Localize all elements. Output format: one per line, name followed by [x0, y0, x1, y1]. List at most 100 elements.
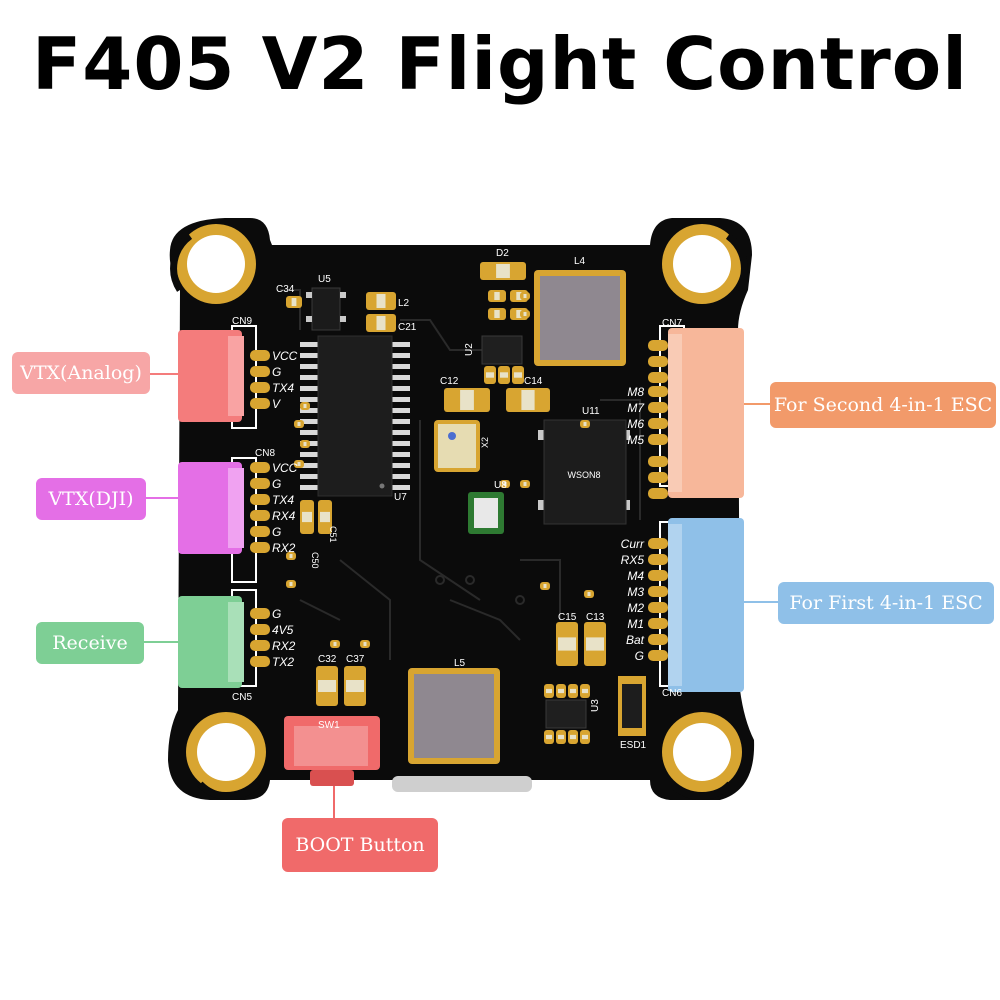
u7-pin-right — [392, 441, 410, 446]
silk-c15: C15 — [558, 612, 577, 623]
pin-label-cn8-2: TX4 — [272, 493, 294, 507]
connector-cn5 — [178, 596, 244, 688]
connector-pads-right — [648, 340, 668, 661]
u7-pin-left — [300, 419, 318, 424]
diode-d2 — [480, 262, 526, 280]
smd-pad-2 — [300, 440, 310, 448]
pin-label-cn9-1: G — [272, 365, 281, 379]
pad-cn6-6 — [648, 634, 668, 645]
connector-pads-left — [250, 350, 270, 667]
capacitor-c13 — [584, 622, 606, 666]
silkscreen-labels: VCCGTX4VCN9VCCGTX4RX4GRX2CN8G4V5RX2TX2CN… — [232, 248, 682, 751]
connector-cn8 — [178, 462, 244, 554]
u7-pin-right — [392, 419, 410, 424]
pin-label-cn9-0: VCC — [272, 349, 298, 363]
connector-cn9 — [178, 330, 244, 422]
pin-label-cn9-2: TX4 — [272, 381, 294, 395]
smd-pad-12 — [584, 590, 594, 598]
passive-components — [286, 262, 606, 744]
smd-pad-4 — [286, 580, 296, 588]
esd1 — [618, 676, 646, 736]
pin-label-cn5-2: RX2 — [272, 639, 296, 653]
u7-pin-right — [392, 485, 410, 490]
resistor-u2-2 — [488, 308, 506, 320]
inductor-l5 — [408, 668, 500, 764]
capacitor-c50 — [300, 500, 314, 534]
mount-hole-bottom-right — [662, 712, 742, 800]
smd-pad-8 — [500, 480, 510, 488]
u7-pin-right — [392, 386, 410, 391]
pin-label-cn6-2: M4 — [627, 569, 644, 583]
u7-pin-right — [392, 364, 410, 369]
u7-pin-right — [392, 353, 410, 358]
pad-cn5-2 — [250, 640, 270, 651]
pad-cn8-1 — [250, 478, 270, 489]
callout-vtx-dji: VTX(DJI) — [36, 478, 146, 520]
chip-u2 — [481, 335, 523, 365]
smd-pad-13 — [330, 640, 340, 648]
silk-c34: C34 — [276, 284, 295, 295]
resistor-u3-top-0 — [544, 684, 554, 698]
pin-label-cn5-1: 4V5 — [272, 623, 294, 637]
silk-c12: C12 — [440, 376, 459, 387]
silk-sw1: SW1 — [318, 720, 340, 731]
pad-cn8-4 — [250, 526, 270, 537]
smd-pad-5 — [286, 552, 296, 560]
pad-cn5-0 — [250, 608, 270, 619]
silk-l2: L2 — [398, 298, 410, 309]
smd-pad-3 — [294, 460, 304, 468]
pad-cn7-0 — [648, 386, 668, 397]
inductor-l4 — [534, 270, 626, 366]
smd-pad-9 — [520, 480, 530, 488]
callout-boot-button: BOOT Button — [282, 818, 438, 872]
smd-pad-10 — [580, 420, 590, 428]
pin-label-cn6-3: M3 — [627, 585, 644, 599]
pin-label-cn7-1: M7 — [627, 401, 645, 415]
pad-cn7-1 — [648, 402, 668, 413]
pin-label-cn7-2: M6 — [627, 417, 644, 431]
pad-cn5-3 — [250, 656, 270, 667]
pad-cn9-2 — [250, 382, 270, 393]
resistor-u2-bottom-1 — [498, 366, 510, 384]
u7-pin-left — [300, 474, 318, 479]
silk-c50: C50 — [310, 552, 320, 569]
pad-cn6-4 — [648, 602, 668, 613]
pad-cn6-7 — [648, 650, 668, 661]
pad-cn9-0 — [250, 350, 270, 361]
page-title: F405 V2 Flight Control — [32, 22, 968, 106]
pin-label-cn8-0: VCC — [272, 461, 298, 475]
pin-label-cn8-5: RX2 — [272, 541, 296, 555]
label-cn7: CN7 — [662, 318, 682, 329]
resistor-u3-top-3 — [580, 684, 590, 698]
resistor-u3-bottom-1 — [556, 730, 566, 744]
callout-first-esc: For First 4-in-1 ESC — [778, 582, 994, 624]
pad-cn7-extra-0 — [648, 340, 668, 351]
pad-cn6-0 — [648, 538, 668, 549]
pad-cn6-1 — [648, 554, 668, 565]
u7-pin-left — [300, 408, 318, 413]
capacitor-c34 — [286, 296, 302, 308]
chip-u7 — [300, 335, 410, 497]
pad-cn8-5 — [250, 542, 270, 553]
mount-hole-bottom-left — [186, 712, 266, 800]
pin-label-cn6-5: M1 — [627, 617, 644, 631]
silk-c51: C51 — [328, 526, 338, 543]
silk-u11: U11 — [582, 406, 600, 417]
u7-pin-right — [392, 375, 410, 380]
resistor-u3-bottom-2 — [568, 730, 578, 744]
callout-second-esc: For Second 4-in-1 ESC — [770, 382, 996, 428]
smd-pad-7 — [520, 310, 530, 318]
pad-cn7-extra-2 — [648, 372, 668, 383]
capacitor-c32 — [316, 666, 338, 706]
resistor-u3-top-2 — [568, 684, 578, 698]
u7-pin-left — [300, 463, 318, 468]
silk-u3: U3 — [590, 699, 601, 712]
silk-u2: U2 — [464, 343, 475, 356]
pin-label-cn6-6: Bat — [626, 633, 645, 647]
callout-lines — [144, 373, 778, 818]
pad-cn8-3 — [250, 510, 270, 521]
pin-label-cn6-0: Curr — [621, 537, 645, 551]
u7-pin-right — [392, 474, 410, 479]
pin-label-cn7-0: M8 — [627, 385, 644, 399]
